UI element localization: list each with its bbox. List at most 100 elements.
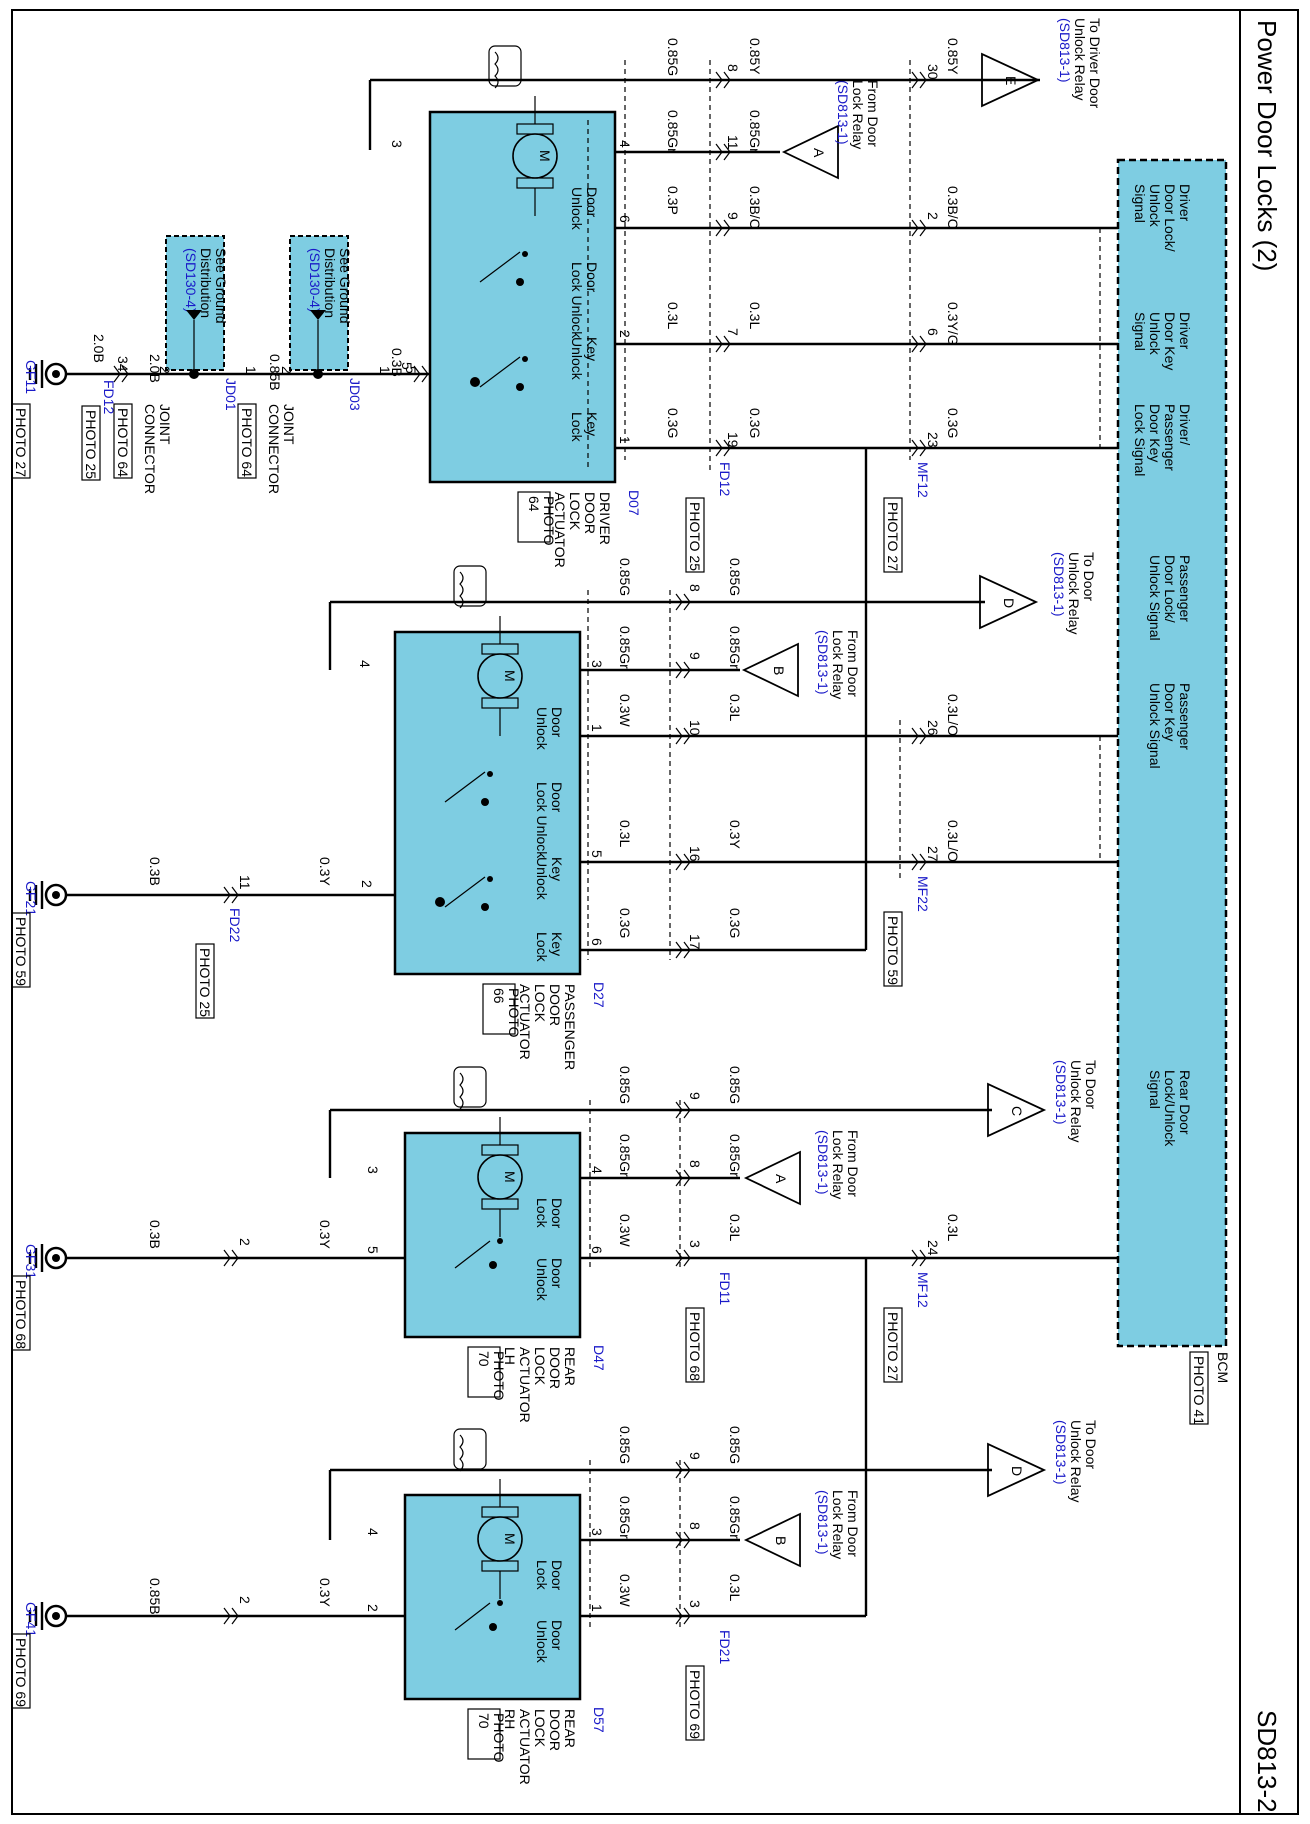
- wire-label-drv-13: 0.3G: [945, 408, 961, 438]
- connector-chevron-16-a: [675, 1101, 683, 1119]
- actuator-photo-0-0: PHOTO: [541, 496, 557, 546]
- wire-label-pas-5: 0.3L: [727, 694, 743, 721]
- relay-letter-2: D: [1001, 598, 1017, 608]
- conn-photo-box-fd11: [685, 1307, 705, 1383]
- relay-ref-3: (SD813-1): [815, 630, 831, 695]
- page-code: SD813-2: [1252, 1710, 1282, 1813]
- ground-arrow-1: [186, 310, 202, 320]
- ground-dist-box-0: [289, 235, 349, 371]
- pin-pas-12: 2: [359, 880, 375, 888]
- connector-chevron-16-b: [683, 1101, 691, 1119]
- wire-label-drv-10: 0.3Y/G: [945, 302, 961, 346]
- pin-pas-4: 16: [687, 846, 703, 862]
- conn-photo-box-fd21: [685, 1665, 705, 1741]
- conn-name-fd22: FD22: [227, 908, 243, 942]
- relay-ref-2: (SD813-1): [1051, 552, 1067, 617]
- gnd-name-gf21: GF21: [23, 881, 39, 916]
- connector-chevron-12-a: [911, 727, 919, 745]
- connector-chevron-21-b: [683, 1531, 691, 1549]
- pin-drv-13: 1: [617, 436, 633, 444]
- relay-ref-0: (SD813-1): [1057, 18, 1073, 83]
- actuator-box-2: [403, 1131, 582, 1339]
- connector-chevron-11-b: [683, 727, 691, 745]
- joint-label-0-1: CONNECTOR: [266, 404, 282, 494]
- wire-label-rr-4: 0.3W: [617, 1574, 633, 1607]
- pin-drv-1: 30: [925, 64, 941, 80]
- actuator-photo-3-0: PHOTO: [491, 1713, 507, 1763]
- relay-triangle-5: [743, 1150, 801, 1206]
- wire-label-drv-12: 0.3G: [747, 408, 763, 438]
- actuator-name-2-4: LH: [502, 1347, 518, 1365]
- switch-contact-0-1: [522, 356, 528, 362]
- connector-chevron-25-a: [223, 1607, 231, 1625]
- connector-chevron-5-a: [715, 335, 723, 353]
- pin-gnd-34: 34: [115, 356, 131, 372]
- connector-chevron-21-a: [675, 1531, 683, 1549]
- connector-chevron-14-a: [911, 853, 919, 871]
- conn-name-mf12: MF12: [915, 462, 931, 498]
- gnd-photo-box-gf31: [11, 1275, 31, 1351]
- wires: [65, 60, 1118, 1630]
- pin-drv-6: 6: [925, 328, 941, 336]
- gnd-fd12-photo-box: [81, 405, 101, 481]
- switch-2: [454, 1240, 491, 1269]
- gnd-fd12: FD12: [101, 380, 117, 414]
- relay-text-2-0: To Door: [1081, 552, 1097, 601]
- act-lbl-du-3-0: Door: [549, 1620, 565, 1651]
- gnd-pin-rl: 2: [237, 1238, 253, 1246]
- bcm-signal-3-1: Door Lock/: [1162, 555, 1178, 623]
- connector-chevron-3-a: [715, 219, 723, 237]
- relay-ref-1: (SD813-1): [835, 80, 851, 145]
- conn-photo-fd12: PHOTO 25: [687, 502, 703, 571]
- connector-chevron-9-a: [675, 593, 683, 611]
- actuator-name-3-2: LOCK: [532, 1709, 548, 1748]
- act-lbl-kl-1-0: Key: [549, 932, 565, 956]
- motor-label-1: M: [502, 670, 518, 682]
- pin-pas-6: 17: [687, 934, 703, 950]
- wire-gnd-20b-a: 2.0B: [147, 354, 163, 383]
- wire-label-rl-1: 0.85G: [727, 1066, 743, 1104]
- joint-photo-box-0: [237, 403, 257, 479]
- conn-photo-box-mf12: [883, 497, 903, 573]
- ptc-icon-1: [453, 565, 487, 607]
- pin-drv-3: 9: [725, 212, 741, 220]
- gnd-gf11-photo: PHOTO 27: [13, 408, 29, 477]
- relay-text-6-0: To Door: [1083, 1420, 1099, 1469]
- conn-photo-box-fd12: [685, 497, 705, 573]
- pin-rr-4: 3: [589, 1528, 605, 1536]
- switch-contact-0-0: [522, 251, 528, 257]
- actuator-name-1-1: DOOR: [547, 984, 563, 1026]
- switch-pivot-1-0: [481, 798, 489, 806]
- act-lbl-ku-0-0: Key: [584, 337, 600, 361]
- relay-text-5-1: Lock Relay: [830, 1130, 846, 1199]
- conn-photo-mf22: PHOTO 59: [885, 916, 901, 985]
- connector-chevron-8-b: [919, 439, 927, 457]
- actuator-photo-1-0: PHOTO: [506, 988, 522, 1038]
- bcm-photo-box: [1189, 1351, 1209, 1425]
- relay-text-2-1: Unlock Relay: [1066, 552, 1082, 634]
- pin-drv-14: 5: [399, 362, 415, 370]
- act-lbl-dlu-0-1: Lock Unlock: [569, 262, 585, 339]
- conn-photo-box-fd22: [195, 943, 215, 1019]
- ptc-coil-3: [459, 1434, 464, 1472]
- relay-text-3-0: From Door: [845, 630, 861, 697]
- actuator-photo-2-0: PHOTO: [491, 1351, 507, 1401]
- switch-pivot-3: [489, 1623, 497, 1631]
- switch-contact-2: [497, 1238, 503, 1244]
- bcm-signal-2-2: Door Key: [1147, 404, 1163, 462]
- pin-pas-11: 6: [589, 938, 605, 946]
- wire-label-pas-7: 0.3L: [617, 820, 633, 847]
- wire-label-pas-6: 0.3L/O: [945, 694, 961, 736]
- pin-rr-6: 2: [365, 1604, 381, 1612]
- conn-name-fd11: FD11: [717, 1272, 733, 1305]
- connector-chevron-10-b: [683, 661, 691, 679]
- relay-triangle-7: [743, 1512, 801, 1568]
- relay-letter-1: A: [811, 148, 827, 158]
- wire-label-pas-10: 0.3G: [617, 908, 633, 938]
- connector-chevron-20-b: [683, 1461, 691, 1479]
- ptc-coil-0: [494, 51, 499, 89]
- connector-chevron-24-a: [223, 1249, 231, 1267]
